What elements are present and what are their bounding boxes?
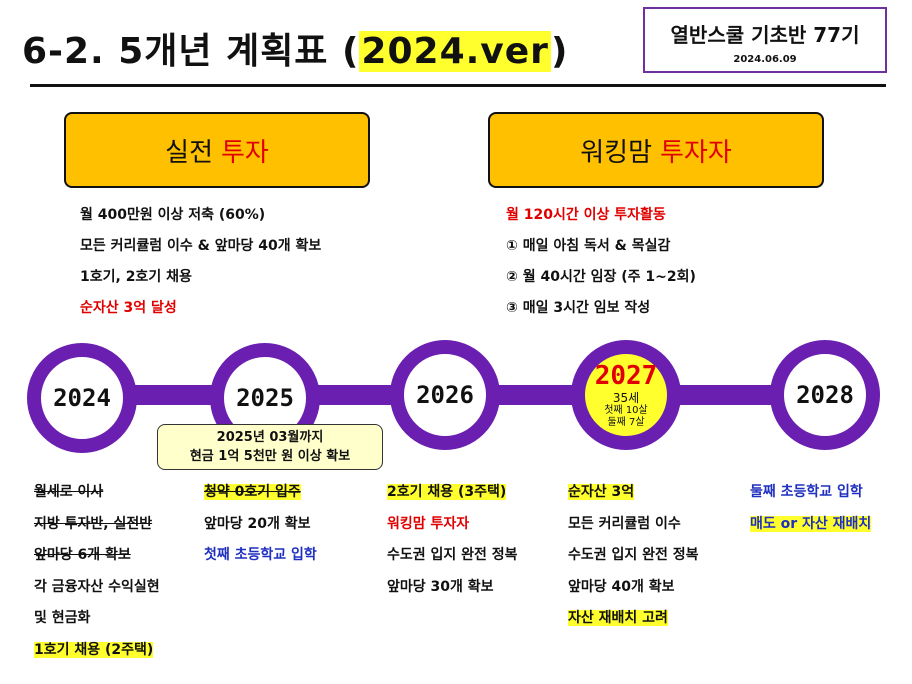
page-title: 6-2. 5개년 계획표 (2024.ver) [22, 22, 568, 74]
column-2026: 2호기 채용 (3주택) 워킹맘 투자자 수도권 입지 완전 정복 앞마당 30… [387, 477, 518, 603]
note-line: 현금 1억 5천만 원 이상 확보 [189, 449, 351, 464]
year-label: 2028 [796, 381, 854, 409]
year-circle-2026: 2026 [390, 340, 500, 450]
column-2028: 둘째 초등학교 입학 매도 or 자산 재배치 [750, 477, 872, 540]
plan-item: 1호기 채용 (2주택) [34, 641, 154, 658]
list-item: ① 매일 아침 독서 & 목실감 [506, 238, 671, 254]
goal-accent: 투자 [221, 137, 269, 168]
list-item: 모든 커리큘럼 이수 & 앞마당 40개 확보 [80, 238, 322, 254]
year-label: 2025 [236, 384, 294, 412]
column-2025: 청약 0호기 입주 앞마당 20개 확보 첫째 초등학교 입학 [204, 477, 317, 572]
column-2024: 월세로 이사 지방 투자반, 실전반 앞마당 6개 확보 각 금융자산 수익실현… [34, 477, 160, 666]
year-label: 2024 [53, 384, 111, 412]
title-highlight: 2024.ver [359, 31, 551, 72]
plan-item: 순자산 3억 [568, 484, 635, 500]
goal-label: 실전 [165, 137, 213, 168]
plan-item: 앞마당 20개 확보 [204, 515, 311, 532]
plan-item: 둘째 초등학교 입학 [750, 484, 863, 500]
list-item: 순자산 3억 달성 [80, 300, 177, 316]
kid-age-label: 둘째 7살 [607, 417, 645, 428]
column-2027: 순자산 3억 모든 커리큘럼 이수 수도권 입지 완전 정복 앞마당 40개 확… [568, 477, 699, 635]
plan-item: 수도권 입지 완전 정복 [568, 547, 699, 563]
list-item: ② 월 40시간 임장 (주 1~2회) [506, 269, 696, 285]
goal-box-working-mom: 워킹맘 투자자 [488, 112, 824, 188]
year-label: 2026 [416, 381, 474, 409]
cash-note: 2025년 03월까지 현금 1억 5천만 원 이상 확보 [157, 424, 383, 470]
class-badge: 열반스쿨 기초반 77기 2024.06.09 [643, 7, 887, 73]
plan-item: 앞마당 6개 확보 [34, 547, 131, 563]
plan-item: 수도권 입지 완전 정복 [387, 547, 518, 563]
plan-item: 앞마당 30개 확보 [387, 578, 494, 595]
plan-item: 각 금융자산 수익실현 [34, 578, 160, 595]
title-text: 6-2. 5개년 계획표 ( [22, 31, 360, 72]
list-item: ③ 매일 3시간 임보 작성 [506, 300, 651, 316]
plan-item: 워킹맘 투자자 [387, 515, 470, 532]
plan-item: 자산 재배치 고려 [568, 610, 668, 626]
kid-age-label: 첫째 10살 [604, 405, 648, 416]
list-item: 월 400만원 이상 저축 (60%) [80, 207, 266, 223]
year-circle-2027: 2027 35세 첫째 10살 둘째 7살 [571, 340, 681, 450]
badge-name: 열반스쿨 기초반 77기 [670, 23, 860, 47]
goal-label: 워킹맘 [580, 137, 652, 168]
list-item: 월 120시간 이상 투자활동 [506, 207, 666, 223]
plan-item: 매도 or 자산 재배치 [750, 515, 872, 532]
plan-item: 첫째 초등학교 입학 [204, 547, 317, 563]
year-label: 2027 [594, 361, 658, 391]
year-circle-2024: 2024 [27, 343, 137, 453]
left-goal-list: 월 400만원 이상 저축 (60%) 모든 커리큘럼 이수 & 앞마당 40개… [80, 200, 321, 324]
title-divider [30, 84, 886, 87]
plan-item: 2호기 채용 (3주택) [387, 484, 507, 500]
age-label: 35세 [612, 391, 640, 405]
list-item: 1호기, 2호기 채용 [80, 269, 192, 285]
plan-item: 모든 커리큘럼 이수 [568, 515, 681, 532]
plan-item: 및 현금화 [34, 610, 91, 626]
badge-date: 2024.06.09 [733, 54, 797, 65]
title-close: ) [550, 31, 569, 72]
plan-item: 월세로 이사 [34, 484, 104, 500]
goal-box-investment: 실전 투자 [64, 112, 370, 188]
goal-accent: 투자자 [660, 137, 732, 168]
year-circle-2028: 2028 [770, 340, 880, 450]
plan-item: 앞마당 40개 확보 [568, 578, 675, 595]
right-goal-list: 월 120시간 이상 투자활동 ① 매일 아침 독서 & 목실감 ② 월 40시… [506, 200, 696, 324]
note-line: 2025년 03월까지 [216, 430, 324, 445]
plan-item: 지방 투자반, 실전반 [34, 515, 153, 532]
plan-item: 청약 0호기 입주 [204, 484, 301, 500]
